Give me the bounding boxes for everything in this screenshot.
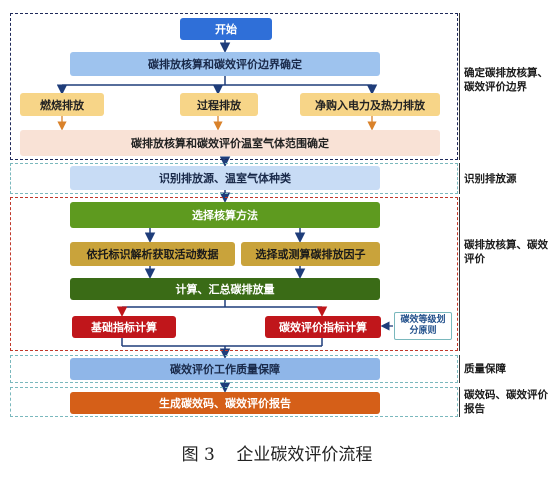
emission-combustion: 燃烧排放: [20, 93, 104, 116]
identify-step: 识别排放源、温室气体种类: [70, 166, 380, 190]
phase-label-boundary: 确定碳排放核算、碳效评价边界: [464, 67, 548, 93]
phase-box-accounting: [10, 197, 458, 351]
phase-label-identify: 识别排放源: [464, 173, 517, 185]
figure-caption: 图 3 企业碳效评价流程: [181, 445, 373, 465]
emission-factor-step: 选择或测算碳排放因子: [241, 242, 380, 266]
phase-divider-4: [459, 355, 460, 383]
phase-box-quality: [10, 355, 458, 383]
choose-method-step: 选择核算方法: [70, 202, 380, 228]
phase-divider-3: [459, 197, 460, 351]
phase-box-identify: [10, 163, 458, 194]
start-node: 开始: [180, 18, 272, 40]
phase-divider-2: [459, 163, 460, 194]
phase-box-report: [10, 387, 458, 417]
phase-box-boundary: [10, 13, 458, 160]
emission-purchased-power: 净购入电力及热力排放: [300, 93, 440, 116]
ghg-scope-step: 碳排放核算和碳效评价温室气体范围确定: [20, 130, 440, 156]
phase-label-quality: 质量保障: [464, 363, 506, 375]
phase-divider-1: [459, 13, 460, 160]
phase-divider-5: [459, 387, 460, 417]
grading-principle-note: 碳效等级划分原则: [394, 312, 452, 340]
phase-label-report: 碳效码、碳效评价报告: [464, 389, 548, 415]
basic-indicator-step: 基础指标计算: [72, 316, 176, 338]
calc-total-step: 计算、汇总碳排放量: [70, 278, 380, 300]
efficiency-indicator-step: 碳效评价指标计算: [265, 316, 381, 338]
emission-process: 过程排放: [180, 93, 258, 116]
report-step: 生成碳效码、碳效评价报告: [70, 392, 380, 414]
boundary-step: 碳排放核算和碳效评价边界确定: [70, 52, 380, 76]
activity-data-step: 依托标识解析获取活动数据: [70, 242, 235, 266]
quality-step: 碳效评价工作质量保障: [70, 358, 380, 380]
phase-label-accounting: 碳排放核算、碳效评价: [464, 239, 548, 265]
